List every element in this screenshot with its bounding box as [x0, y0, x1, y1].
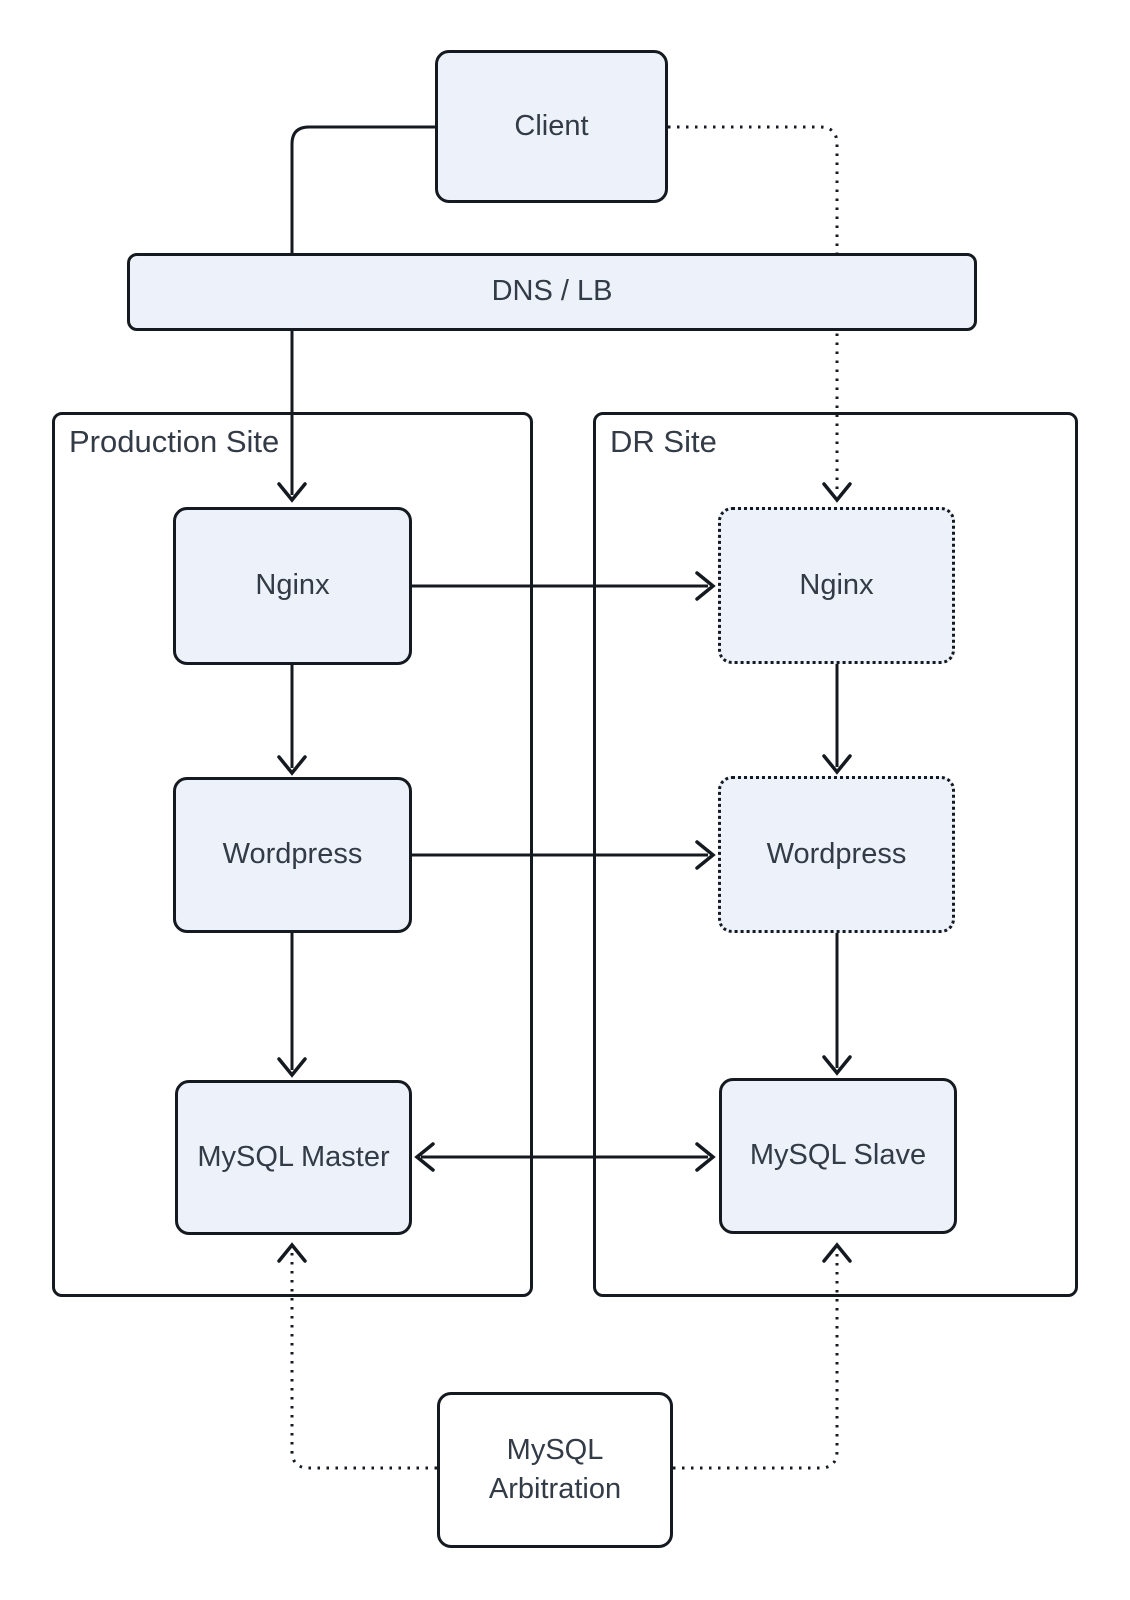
edge-dr-wordpress-to-mysql-slave	[822, 933, 852, 1076]
node-mysql-slave: MySQL Slave	[719, 1078, 957, 1234]
node-mysql-master: MySQL Master	[175, 1080, 412, 1235]
arrowhead-right	[695, 571, 716, 601]
edge-client-to-prod-nginx	[277, 125, 435, 503]
arrowhead-up	[822, 1242, 852, 1263]
edge-arbitration-to-mysql-master	[277, 1242, 437, 1470]
node-client-label: Client	[514, 109, 589, 142]
node-dr-nginx-label: Nginx	[799, 568, 874, 601]
node-dns-lb: DNS / LB	[127, 253, 977, 331]
arrowhead-down	[277, 755, 307, 776]
edge-prod-nginx-to-dr-nginx	[412, 571, 716, 601]
node-mysql-arbitration: MySQL Arbitration	[437, 1392, 673, 1548]
node-prod-nginx-label: Nginx	[255, 569, 330, 602]
edge-dr-nginx-to-dr-wordpress	[822, 664, 852, 775]
node-prod-wordpress: Wordpress	[173, 777, 412, 933]
edge-prod-wordpress-to-mysql-master	[277, 933, 307, 1078]
arrowhead-down	[822, 754, 852, 775]
cluster-dr-site-label: DR Site	[610, 424, 717, 459]
arrowhead-down	[277, 1057, 307, 1078]
node-prod-nginx: Nginx	[173, 507, 412, 665]
node-mysql-arbitration-label: MySQL Arbitration	[488, 1433, 622, 1505]
edge-client-to-dr-nginx	[668, 125, 852, 503]
node-dr-wordpress-label: Wordpress	[766, 837, 907, 870]
node-mysql-master-label: MySQL Master	[197, 1140, 390, 1173]
edge-prod-wordpress-to-dr-wordpress	[412, 840, 716, 870]
arrowhead-down	[822, 1055, 852, 1076]
edge-prod-nginx-to-prod-wordpress	[277, 665, 307, 776]
edge-mysql-master-to-mysql-slave-bidirectional	[414, 1142, 716, 1172]
arrowhead-right	[695, 840, 716, 870]
arrowhead-right	[695, 1142, 716, 1172]
node-dr-wordpress: Wordpress	[718, 776, 955, 933]
arrowhead-left	[414, 1142, 435, 1172]
arrowhead-up	[277, 1242, 307, 1263]
arrowhead-down	[822, 482, 852, 503]
arrowhead-down	[277, 482, 307, 503]
edge-arbitration-to-mysql-slave	[673, 1242, 852, 1470]
cluster-production-site-label: Production Site	[69, 424, 280, 459]
node-client: Client	[435, 50, 668, 203]
node-dr-nginx: Nginx	[718, 507, 955, 664]
node-mysql-slave-label: MySQL Slave	[749, 1139, 927, 1172]
node-prod-wordpress-label: Wordpress	[222, 838, 363, 871]
node-dns-lb-label: DNS / LB	[491, 275, 613, 308]
